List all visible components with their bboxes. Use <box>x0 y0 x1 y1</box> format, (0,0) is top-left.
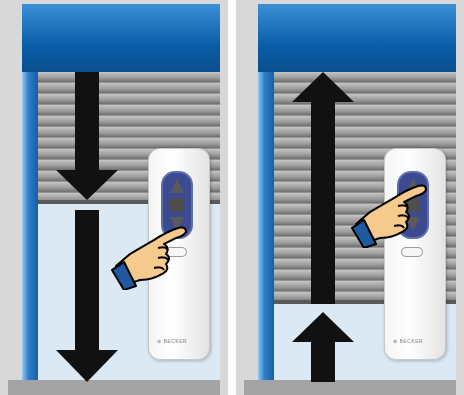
brand-label: ⊛ BECKER <box>393 339 423 345</box>
window-frame-side <box>22 72 38 387</box>
up-button[interactable] <box>170 179 184 193</box>
window-sill <box>8 380 220 395</box>
window-frame-side <box>258 72 274 387</box>
brand-label: ⊛ BECKER <box>157 339 187 345</box>
arrow-down-icon <box>56 72 118 200</box>
arrow-up-icon <box>292 312 354 382</box>
arrow-up-icon <box>292 72 354 304</box>
panel-closing: ⊛ BECKER <box>0 0 228 395</box>
pointing-hand-icon <box>110 218 192 295</box>
shutter-box <box>22 4 220 72</box>
shutter-box <box>258 4 456 72</box>
stop-button[interactable] <box>170 198 184 212</box>
panel-opening: ⊛ BECKER <box>236 0 464 395</box>
pointing-hand-icon <box>350 176 432 253</box>
window-sill <box>244 380 456 395</box>
arrow-down-icon <box>56 210 118 382</box>
